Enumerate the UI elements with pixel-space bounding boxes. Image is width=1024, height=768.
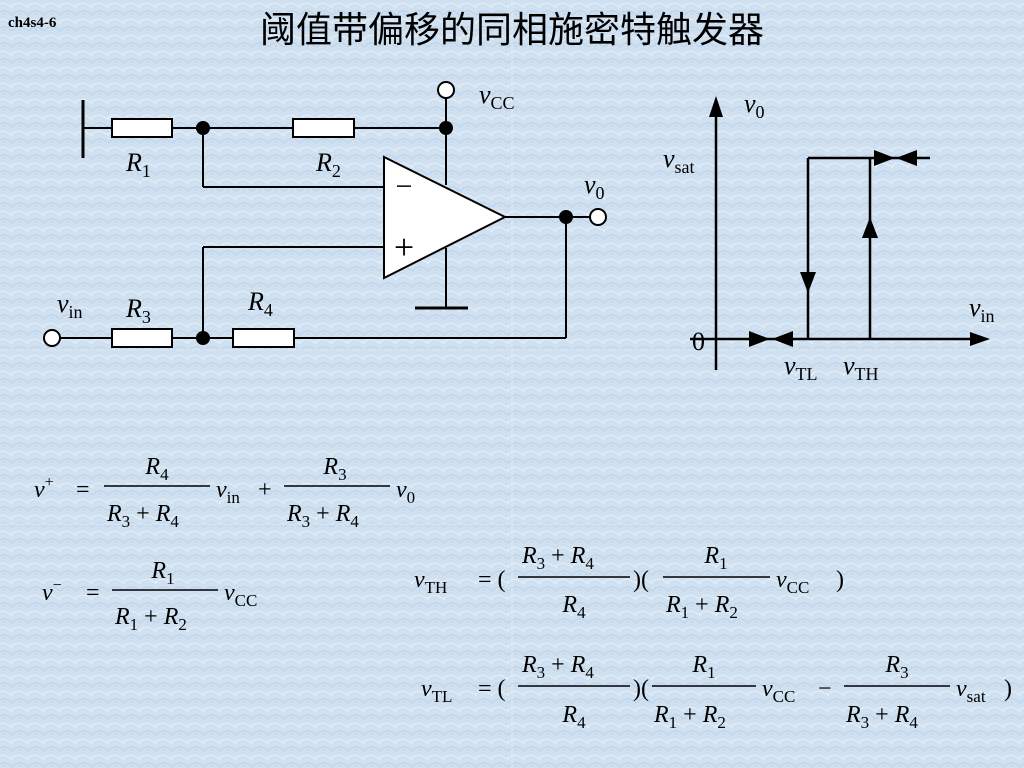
slide-code: ch4s4-6: [8, 15, 57, 31]
svg-text:R3+R4: R3+R4: [845, 702, 918, 732]
vsat-label: vsat: [663, 144, 695, 177]
svg-text:vCC: vCC: [762, 676, 795, 706]
junction-dot: [559, 210, 573, 224]
svg-text:v+: v+: [34, 474, 54, 503]
svg-text:v0: v0: [396, 477, 415, 507]
input-terminal: [43, 329, 61, 347]
svg-text:−: −: [818, 676, 832, 702]
output-terminal: [589, 208, 607, 226]
left-arrow: [772, 331, 793, 347]
slide-title: 阈值带偏移的同相施密特触发器: [260, 10, 764, 50]
svg-text:): ): [836, 567, 844, 593]
equation-v-plus: v+ = R4 R3+R4 vin + R3 R3+R4 v0: [34, 454, 415, 531]
opamp-plus-sign: +: [394, 227, 414, 267]
svg-text:R3+R4: R3+R4: [521, 652, 594, 682]
svg-text:=: =: [76, 477, 90, 503]
svg-text:vCC: vCC: [224, 580, 257, 610]
svg-text:R3+R4: R3+R4: [106, 501, 179, 531]
svg-text:R3+R4: R3+R4: [286, 501, 359, 531]
svg-text:R3: R3: [322, 454, 346, 484]
junction-dot: [196, 121, 210, 135]
junction-dot: [196, 331, 210, 345]
graph-y-label: v0: [744, 89, 765, 122]
r3-label: R3: [125, 294, 151, 327]
svg-text:R4: R4: [144, 454, 169, 484]
r1-label: R1: [125, 148, 151, 181]
right-arrow: [749, 331, 770, 347]
svg-text:R4: R4: [561, 702, 586, 732]
output-label: v0: [584, 170, 605, 203]
svg-text:vTH: vTH: [414, 567, 447, 597]
resistor-r4: [232, 328, 295, 348]
vcc-terminal: [437, 81, 455, 99]
graph-x-label: vin: [969, 293, 995, 326]
left-arrow: [896, 150, 917, 166]
svg-text:)(: )(: [633, 567, 649, 593]
svg-text:= (: = (: [478, 676, 506, 702]
svg-text:R1+R2: R1+R2: [114, 604, 187, 634]
svg-text:vTL: vTL: [421, 676, 452, 706]
svg-text:vCC: vCC: [776, 567, 809, 597]
graph-origin: 0: [692, 327, 705, 356]
equation-v-tl: vTL = ( R3+R4 R4 )( R1 R1+R2 vCC − R3 R3…: [421, 652, 1012, 732]
vth-label: vTH: [843, 351, 879, 384]
opamp-triangle: [383, 155, 508, 280]
svg-text:R1+R2: R1+R2: [665, 592, 738, 622]
vtl-label: vTL: [784, 351, 818, 384]
vcc-label: vCC: [479, 80, 515, 113]
svg-text:R1+R2: R1+R2: [653, 702, 726, 732]
svg-text:=: =: [86, 580, 100, 606]
down-arrow: [800, 272, 816, 293]
svg-text:): ): [1004, 676, 1012, 702]
opamp-minus-sign: −: [396, 170, 413, 203]
svg-text:= (: = (: [478, 567, 506, 593]
up-arrow: [862, 217, 878, 238]
loop-arrows: [749, 150, 917, 347]
svg-text:R4: R4: [561, 592, 586, 622]
svg-text:R1: R1: [150, 558, 174, 588]
right-arrow: [874, 150, 895, 166]
svg-text:vin: vin: [216, 477, 240, 507]
resistor-r3: [111, 328, 173, 348]
svg-text:v−: v−: [42, 577, 62, 606]
circuit-junctions: [196, 121, 573, 345]
input-label: vin: [57, 289, 83, 322]
svg-text:R3: R3: [884, 652, 908, 682]
svg-text:R1: R1: [703, 543, 727, 573]
circuit-diagram: [43, 81, 607, 348]
svg-text:vsat: vsat: [956, 676, 986, 706]
svg-text:)(: )(: [633, 676, 649, 702]
transfer-characteristic: [690, 96, 990, 370]
r4-label: R4: [247, 287, 273, 320]
equation-v-minus: v− = R1 R1+R2 vCC: [42, 558, 257, 634]
svg-text:+: +: [258, 477, 272, 503]
junction-dot: [439, 121, 453, 135]
svg-text:R3+R4: R3+R4: [521, 543, 594, 573]
resistor-r2: [292, 118, 355, 138]
resistor-r1: [111, 118, 173, 138]
r2-label: R2: [315, 148, 341, 181]
equation-v-th: vTH = ( R3+R4 R4 )( R1 R1+R2 vCC ): [414, 543, 844, 622]
svg-text:R1: R1: [691, 652, 715, 682]
